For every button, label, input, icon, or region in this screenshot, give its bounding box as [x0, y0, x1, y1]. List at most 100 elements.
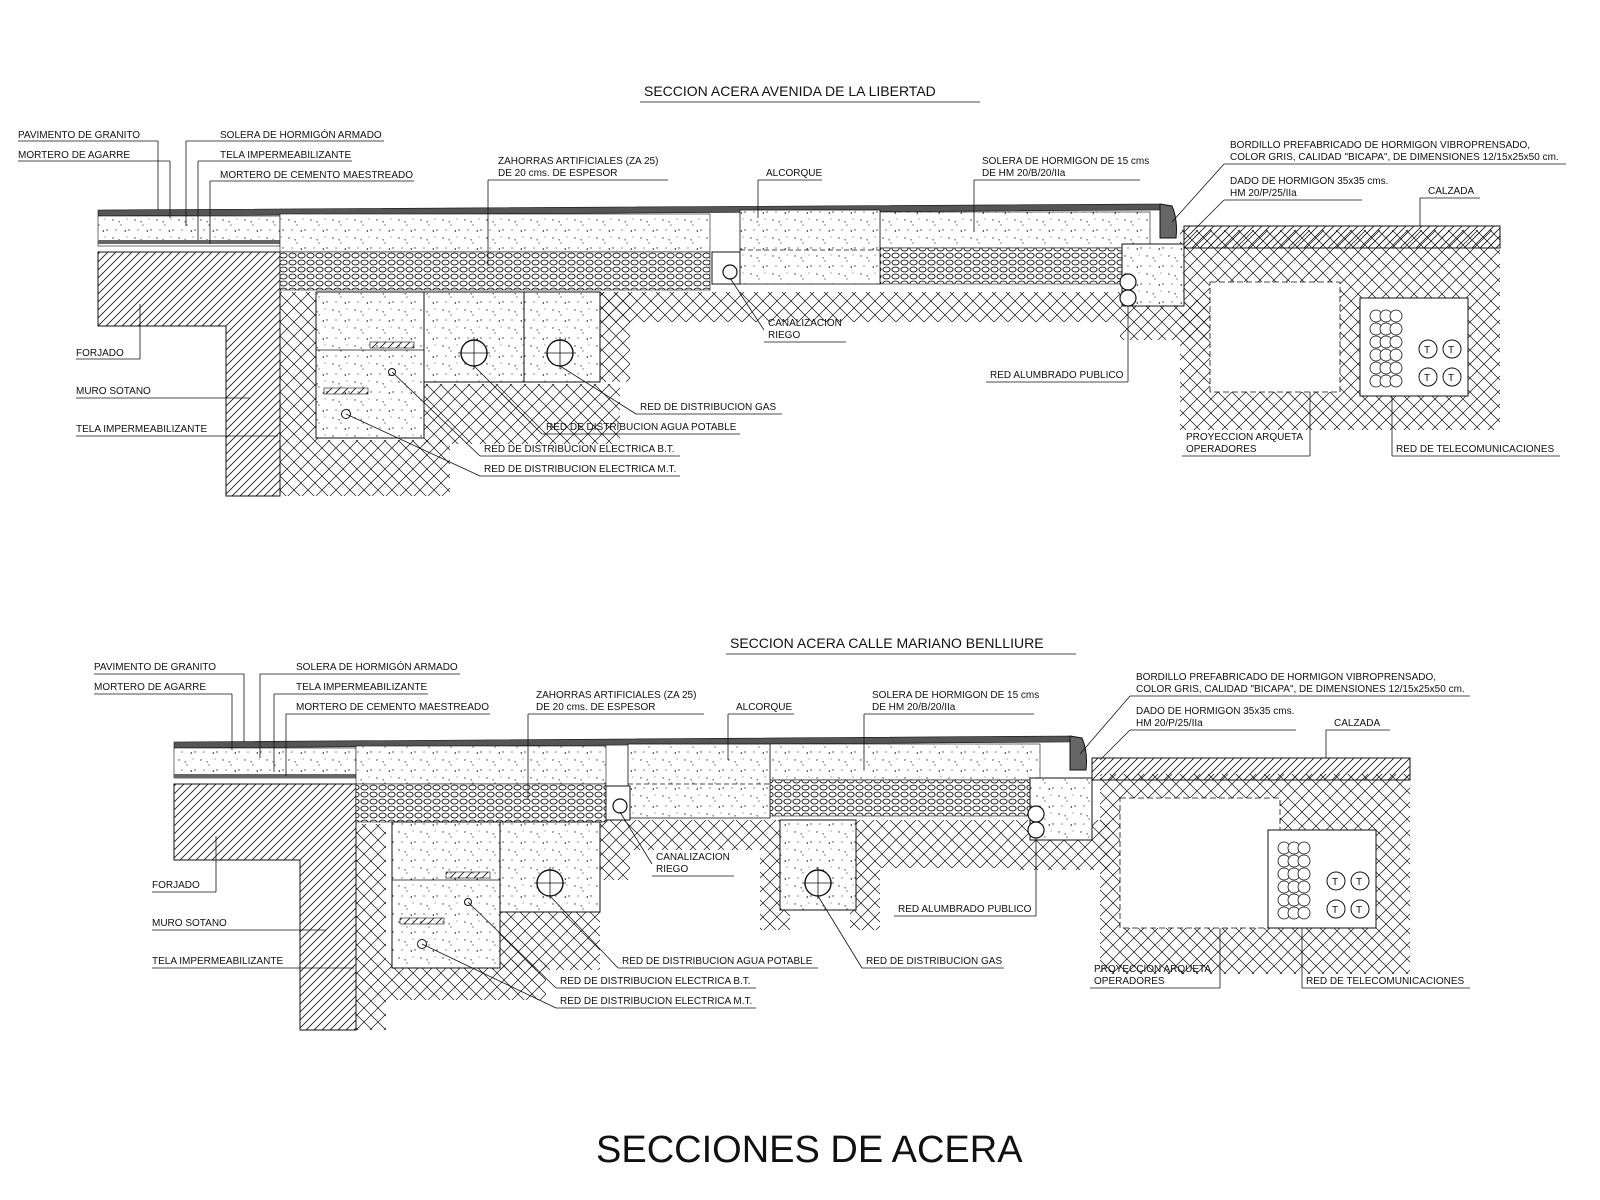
telecom-t-ducts: T T T T: [1418, 339, 1462, 387]
label-riego-1: CANALIZACION: [656, 852, 730, 863]
electric-box: [315, 291, 425, 439]
telecom-duct: [1297, 893, 1311, 907]
lighting-duct: [1119, 273, 1137, 291]
label-gas: RED DE DISTRIBUCION GAS: [640, 402, 776, 413]
label-arqueta-1: PROYECCION ARQUETA: [1186, 432, 1303, 443]
electric-box: [391, 821, 501, 969]
label-telecom: RED DE TELECOMUNICACIONES: [1396, 444, 1555, 455]
label-mortero-agarre: MORTERO DE AGARRE: [18, 150, 130, 161]
svg-text:T: T: [1448, 345, 1454, 356]
telecom-duct: [1389, 348, 1403, 362]
label-riego-1: CANALIZACION: [768, 318, 842, 329]
label-mortero-agarre: MORTERO DE AGARRE: [94, 682, 206, 693]
label-arqueta-2: OPERADORES: [1186, 444, 1257, 455]
telecom-duct: [1389, 335, 1403, 349]
svg-text:T: T: [1424, 345, 1430, 356]
telecom-ducts: [1277, 841, 1311, 920]
concrete-base: [279, 213, 711, 253]
road-surface: [1183, 225, 1501, 249]
lighting-duct: [1027, 805, 1045, 823]
telecom-duct: [1389, 361, 1403, 375]
basement-wall: [97, 251, 281, 497]
alcorque-pit: [627, 743, 771, 819]
label-calzada: CALZADA: [1334, 718, 1380, 729]
sheet-title: SECCIONES DE ACERA: [596, 1129, 1023, 1171]
telecom-ducts: [1369, 309, 1403, 388]
irrigation-pipe: [722, 264, 738, 280]
soil-left: [280, 292, 320, 496]
svg-text:T: T: [1356, 877, 1362, 888]
callout-labels: PAVIMENTO DE GRANITO MORTERO DE AGARRE S…: [18, 128, 1566, 477]
label-agua: RED DE DISTRIBUCION AGUA POTABLE: [546, 422, 737, 433]
label-solera-2: DE HM 20/B/20/IIa: [982, 168, 1066, 179]
label-dado-2: HM 20/P/25/IIa: [1230, 188, 1297, 199]
label-dado-1: DADO DE HORMIGON 35x35 cms.: [1136, 706, 1294, 717]
section-avenida-libertad: SECCION ACERA AVENIDA DE LA LIBERTAD: [18, 83, 1566, 497]
label-tela-1: TELA IMPERMEABILIZANTE: [220, 150, 351, 161]
label-dado-2: HM 20/P/25/IIa: [1136, 718, 1203, 729]
label-tela-2: TELA IMPERMEABILIZANTE: [152, 956, 283, 967]
label-agua: RED DE DISTRIBUCION AGUA POTABLE: [622, 956, 813, 967]
gravel-layer: [279, 251, 711, 291]
telecom-duct: [1297, 880, 1311, 894]
callout-labels: PAVIMENTO DE GRANITO MORTERO DE AGARRE S…: [94, 660, 1470, 1009]
label-elec-mt: RED DE DISTRIBUCION ELECTRICA M.T.: [560, 996, 752, 1007]
label-tela-1: TELA IMPERMEABILIZANTE: [296, 682, 427, 693]
label-zahorras-2: DE 20 cms. DE ESPESOR: [498, 168, 617, 179]
basement-wall: [173, 783, 357, 1031]
svg-text:T: T: [1424, 373, 1430, 384]
label-zahorras-1: ZAHORRAS ARTIFICIALES (ZA 25): [498, 156, 658, 167]
label-bordillo-1: BORDILLO PREFABRICADO DE HORMIGON VIBROP…: [1136, 672, 1436, 683]
label-solera-armado: SOLERA DE HORMIGÓN ARMADO: [220, 128, 382, 141]
road-surface: [1091, 757, 1411, 781]
label-bordillo-2: COLOR GRIS, CALIDAD "BICAPA", DE DIMENSI…: [1136, 684, 1465, 695]
label-riego-2: RIEGO: [656, 864, 688, 875]
label-solera-1: SOLERA DE HORMIGON DE 15 cms: [872, 690, 1039, 701]
label-solera-armado: SOLERA DE HORMIGÓN ARMADO: [296, 660, 458, 673]
label-gas: RED DE DISTRIBUCION GAS: [866, 956, 1002, 967]
section-title: SECCION ACERA CALLE MARIANO BENLLIURE: [730, 635, 1044, 651]
label-zahorras-2: DE 20 cms. DE ESPESOR: [536, 702, 655, 713]
telecom-duct: [1297, 906, 1311, 920]
alcorque-pit: [739, 209, 881, 285]
label-telecom: RED DE TELECOMUNICACIONES: [1306, 976, 1465, 987]
section-title: SECCION ACERA AVENIDA DE LA LIBERTAD: [644, 83, 936, 99]
label-calzada: CALZADA: [1428, 186, 1474, 197]
label-mortero-maestreado: MORTERO DE CEMENTO MAESTREADO: [296, 702, 489, 713]
label-alumbrado: RED ALUMBRADO PUBLICO: [898, 904, 1032, 915]
label-muro: MURO SOTANO: [152, 918, 227, 929]
label-mortero-maestreado: MORTERO DE CEMENTO MAESTREADO: [220, 170, 413, 181]
telecom-duct: [1297, 854, 1311, 868]
label-elec-bt: RED DE DISTRIBUCION ELECTRICA B.T.: [484, 444, 675, 455]
gas-box: [523, 291, 601, 383]
svg-text:T: T: [1448, 373, 1454, 384]
curb: [1069, 735, 1087, 771]
label-dado-1: DADO DE HORMIGON 35x35 cms.: [1230, 176, 1388, 187]
telecom-duct: [1389, 374, 1403, 388]
svg-text:T: T: [1332, 905, 1338, 916]
label-arqueta-1: PROYECCION ARQUETA: [1094, 964, 1211, 975]
svg-text:T: T: [1332, 877, 1338, 888]
telecom-duct: [1389, 309, 1403, 323]
telecom-duct: [1389, 322, 1403, 336]
label-forjado: FORJADO: [76, 348, 124, 359]
gravel-layer: [355, 783, 607, 823]
label-alcorque: ALCORQUE: [736, 702, 792, 713]
label-alumbrado: RED ALUMBRADO PUBLICO: [990, 370, 1124, 381]
label-tela-2: TELA IMPERMEABILIZANTE: [76, 424, 207, 435]
label-muro: MURO SOTANO: [76, 386, 151, 397]
label-bordillo-2: COLOR GRIS, CALIDAD "BICAPA", DE DIMENSI…: [1230, 152, 1559, 163]
telecom-duct: [1297, 841, 1311, 855]
telecom-t-ducts: T T T T: [1326, 871, 1370, 919]
label-alcorque: ALCORQUE: [766, 168, 822, 179]
label-bordillo-1: BORDILLO PREFABRICADO DE HORMIGON VIBROP…: [1230, 140, 1530, 151]
label-zahorras-1: ZAHORRAS ARTIFICIALES (ZA 25): [536, 690, 696, 701]
label-arqueta-2: OPERADORES: [1094, 976, 1165, 987]
irrigation-pipe: [612, 798, 628, 814]
label-elec-mt: RED DE DISTRIBUCION ELECTRICA M.T.: [484, 464, 676, 475]
label-pavimento: PAVIMENTO DE GRANITO: [94, 662, 216, 673]
label-solera-2: DE HM 20/B/20/IIa: [872, 702, 956, 713]
label-forjado: FORJADO: [152, 880, 200, 891]
label-pavimento: PAVIMENTO DE GRANITO: [18, 130, 140, 141]
